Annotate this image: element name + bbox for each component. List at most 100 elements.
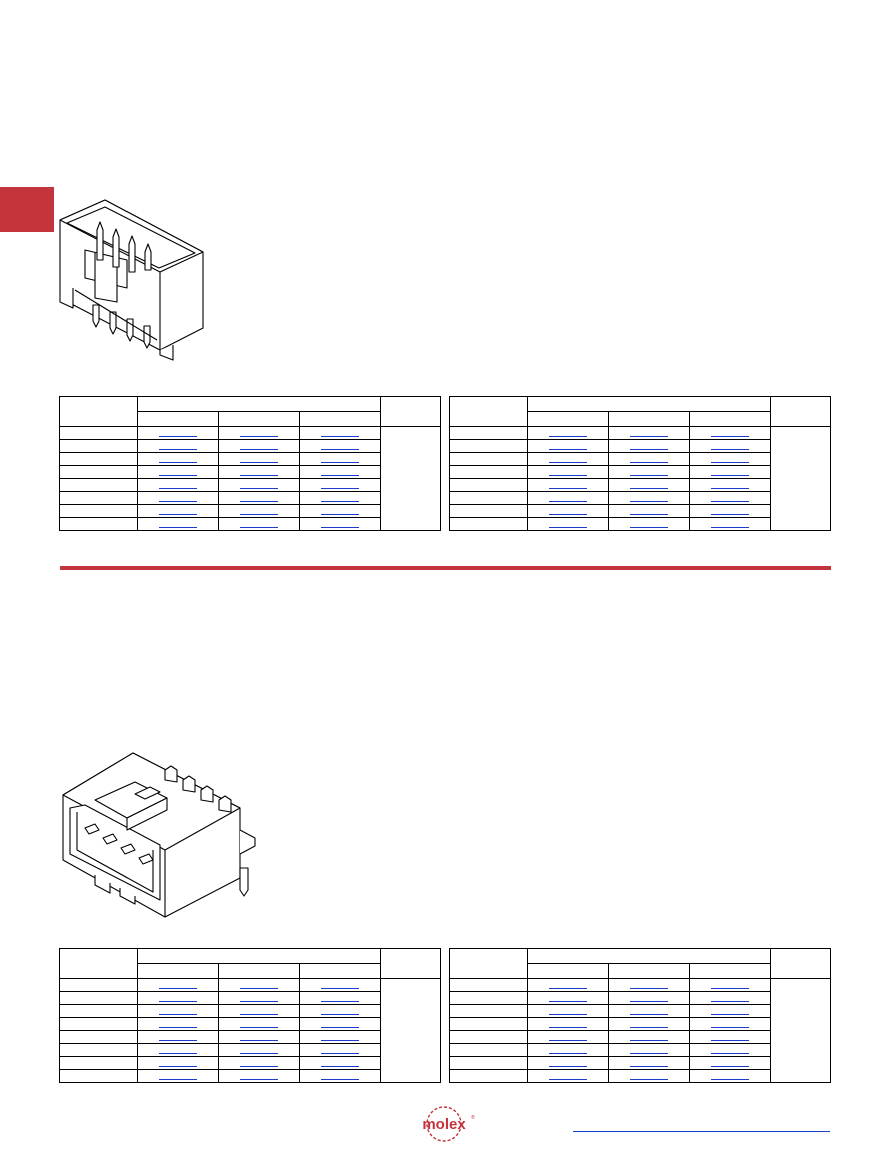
- part-link[interactable]: [240, 442, 278, 450]
- part-link[interactable]: [321, 494, 359, 502]
- part-link[interactable]: [240, 429, 278, 437]
- part-link[interactable]: [321, 1033, 359, 1041]
- part-link[interactable]: [549, 994, 587, 1002]
- part-link[interactable]: [321, 1072, 359, 1080]
- part-link[interactable]: [240, 1020, 278, 1028]
- part-link[interactable]: [711, 1007, 749, 1015]
- part-link[interactable]: [240, 981, 278, 989]
- part-link[interactable]: [711, 1046, 749, 1054]
- part-link[interactable]: [159, 1059, 197, 1067]
- part-link[interactable]: [240, 520, 278, 528]
- part-link[interactable]: [630, 494, 668, 502]
- part-link[interactable]: [711, 520, 749, 528]
- part-link[interactable]: [321, 455, 359, 463]
- part-link[interactable]: [630, 507, 668, 515]
- part-link[interactable]: [630, 481, 668, 489]
- part-link[interactable]: [159, 481, 197, 489]
- part-link[interactable]: [321, 442, 359, 450]
- part-link[interactable]: [159, 455, 197, 463]
- part-link[interactable]: [630, 1007, 668, 1015]
- part-link[interactable]: [321, 481, 359, 489]
- part-link[interactable]: [630, 1059, 668, 1067]
- part-link[interactable]: [159, 429, 197, 437]
- part-link[interactable]: [240, 1072, 278, 1080]
- part-link[interactable]: [711, 455, 749, 463]
- part-link[interactable]: [630, 455, 668, 463]
- part-link[interactable]: [630, 520, 668, 528]
- part-link[interactable]: [321, 1007, 359, 1015]
- part-link[interactable]: [711, 494, 749, 502]
- part-link[interactable]: [549, 429, 587, 437]
- part-link[interactable]: [549, 1007, 587, 1015]
- part-link[interactable]: [321, 520, 359, 528]
- part-link[interactable]: [630, 429, 668, 437]
- footer-link[interactable]: [573, 1131, 830, 1132]
- part-link[interactable]: [321, 507, 359, 515]
- part-link[interactable]: [321, 1020, 359, 1028]
- part-link[interactable]: [159, 507, 197, 515]
- part-link[interactable]: [630, 1072, 668, 1080]
- part-link[interactable]: [159, 994, 197, 1002]
- part-link[interactable]: [240, 1007, 278, 1015]
- part-link[interactable]: [711, 442, 749, 450]
- part-link[interactable]: [630, 994, 668, 1002]
- part-link[interactable]: [240, 481, 278, 489]
- part-link[interactable]: [549, 1059, 587, 1067]
- part-link[interactable]: [159, 494, 197, 502]
- part-link[interactable]: [549, 1033, 587, 1041]
- part-link[interactable]: [321, 994, 359, 1002]
- part-link[interactable]: [549, 481, 587, 489]
- part-link[interactable]: [321, 1046, 359, 1054]
- part-link[interactable]: [321, 468, 359, 476]
- part-link[interactable]: [549, 455, 587, 463]
- part-link[interactable]: [240, 494, 278, 502]
- part-link[interactable]: [711, 994, 749, 1002]
- part-link[interactable]: [549, 1020, 587, 1028]
- part-link[interactable]: [711, 1033, 749, 1041]
- part-link[interactable]: [630, 1020, 668, 1028]
- part-link[interactable]: [240, 1059, 278, 1067]
- part-link[interactable]: [711, 481, 749, 489]
- part-link[interactable]: [630, 1033, 668, 1041]
- part-link[interactable]: [159, 442, 197, 450]
- part-link[interactable]: [240, 1033, 278, 1041]
- part-link[interactable]: [711, 1020, 749, 1028]
- part-link[interactable]: [549, 1046, 587, 1054]
- part-link[interactable]: [159, 981, 197, 989]
- part-link[interactable]: [159, 1033, 197, 1041]
- part-link[interactable]: [549, 1072, 587, 1080]
- part-link[interactable]: [549, 507, 587, 515]
- header-cell: [218, 411, 300, 427]
- part-link[interactable]: [711, 1072, 749, 1080]
- part-link[interactable]: [549, 981, 587, 989]
- part-link[interactable]: [159, 1072, 197, 1080]
- part-link[interactable]: [711, 507, 749, 515]
- part-link[interactable]: [549, 520, 587, 528]
- part-link[interactable]: [321, 429, 359, 437]
- part-link[interactable]: [711, 1059, 749, 1067]
- part-link[interactable]: [630, 468, 668, 476]
- part-link[interactable]: [240, 455, 278, 463]
- part-link[interactable]: [159, 1020, 197, 1028]
- part-link[interactable]: [159, 1046, 197, 1054]
- part-link[interactable]: [630, 1046, 668, 1054]
- part-link[interactable]: [159, 1007, 197, 1015]
- part-link[interactable]: [549, 468, 587, 476]
- part-link[interactable]: [321, 1059, 359, 1067]
- table-row: [59, 452, 441, 466]
- part-link[interactable]: [159, 520, 197, 528]
- part-link[interactable]: [240, 468, 278, 476]
- part-link[interactable]: [159, 468, 197, 476]
- part-link[interactable]: [711, 429, 749, 437]
- part-link[interactable]: [630, 981, 668, 989]
- part-link[interactable]: [711, 981, 749, 989]
- part-link[interactable]: [240, 994, 278, 1002]
- part-link[interactable]: [549, 442, 587, 450]
- part-link[interactable]: [711, 468, 749, 476]
- part-link[interactable]: [240, 1046, 278, 1054]
- table-row: [449, 978, 832, 1083]
- part-link[interactable]: [240, 507, 278, 515]
- part-link[interactable]: [630, 442, 668, 450]
- part-link[interactable]: [321, 981, 359, 989]
- part-link[interactable]: [549, 494, 587, 502]
